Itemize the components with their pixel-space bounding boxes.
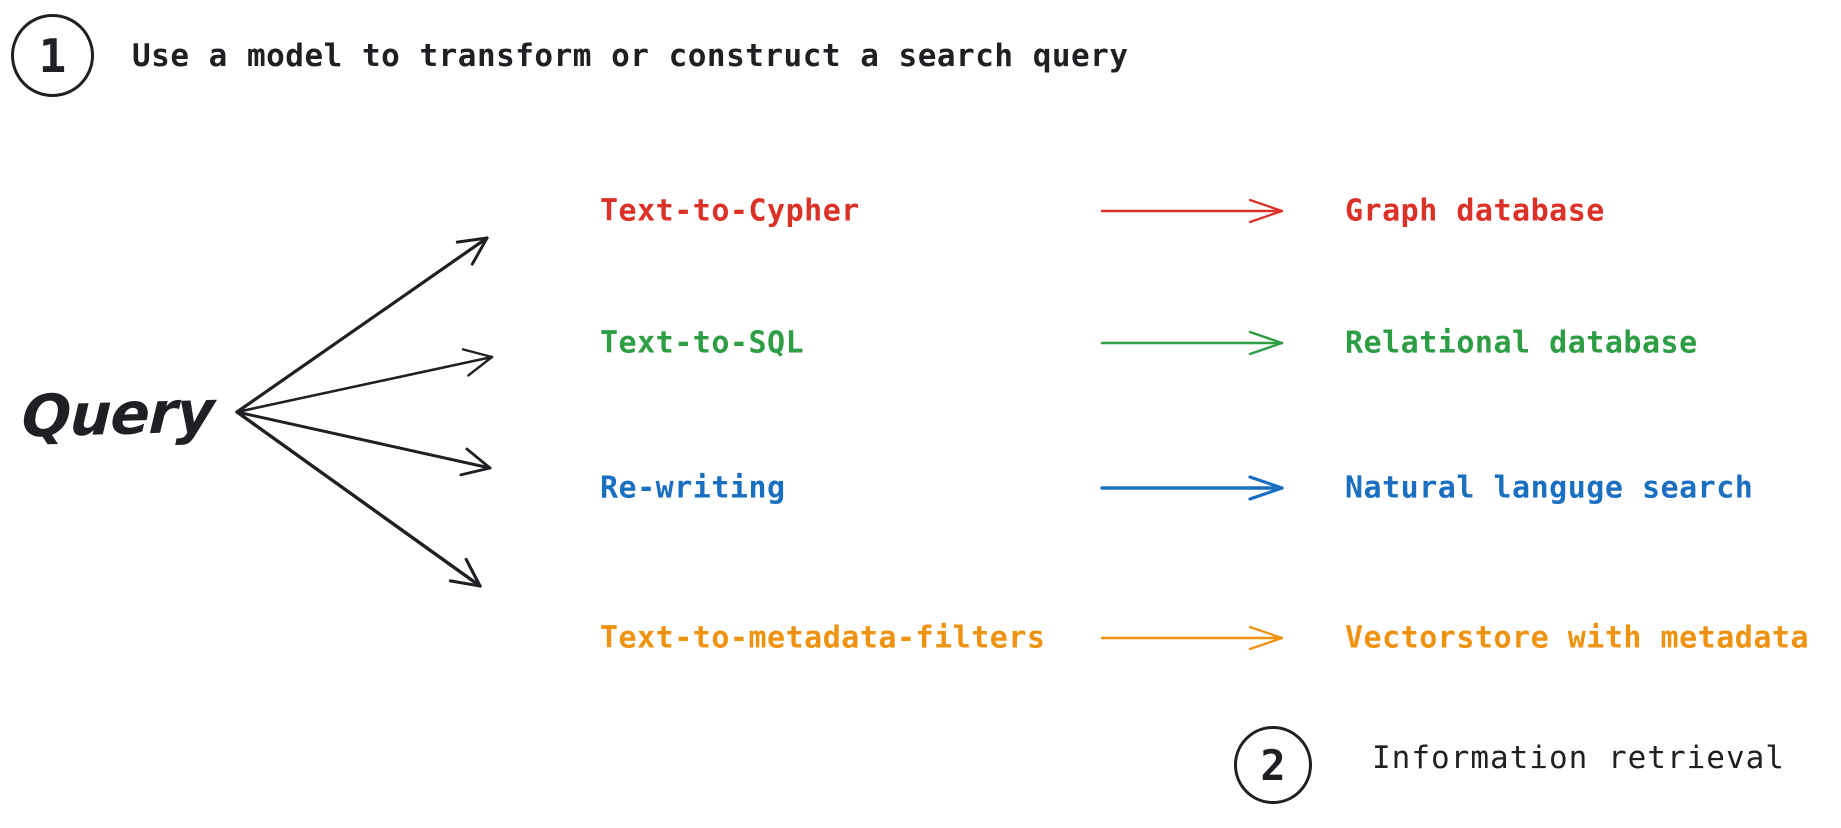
branch-source-label: Text-to-SQL bbox=[600, 325, 805, 361]
branch-target-label: Relational database bbox=[1345, 325, 1698, 361]
branch-arrowhead-1 bbox=[1248, 198, 1284, 213]
branch-target-label: Vectorstore with metadata bbox=[1345, 620, 1810, 656]
branch-arrowhead-1 bbox=[1248, 475, 1284, 490]
fan-arrowhead-4-2 bbox=[464, 557, 482, 588]
arrow-right-icon bbox=[1100, 625, 1284, 651]
step-badge-1-number: 1 bbox=[38, 28, 67, 83]
branch-arrowhead-1 bbox=[1248, 330, 1284, 345]
step-1-caption: Use a model to transform or construct a … bbox=[132, 38, 1129, 74]
branch-arrowhead-2 bbox=[1248, 636, 1284, 651]
branch-row: Text-to-metadata-filters Vectorstore with… bbox=[0, 608, 1841, 668]
branch-row: Text-to-Cypher Graph database bbox=[0, 181, 1841, 241]
arrow-right-icon bbox=[1100, 475, 1284, 501]
fan-arrowhead-4-1 bbox=[448, 579, 482, 588]
branch-row: Re-writing Natural languge search bbox=[0, 458, 1841, 518]
branch-arrowhead-2 bbox=[1248, 486, 1284, 501]
step-badge-1: 1 bbox=[11, 14, 94, 97]
branch-arrowhead-2 bbox=[1248, 209, 1284, 224]
query-node-label: Query bbox=[20, 377, 215, 451]
branch-row: Text-to-SQL Relational database bbox=[0, 313, 1841, 373]
branch-target-label: Graph database bbox=[1345, 193, 1605, 229]
fan-arrowhead-1-1 bbox=[470, 236, 489, 266]
arrow-right-icon bbox=[1100, 198, 1284, 224]
branch-arrowhead-1 bbox=[1248, 625, 1284, 640]
branch-source-label: Text-to-Cypher bbox=[600, 193, 860, 229]
arrow-right-icon bbox=[1100, 330, 1284, 356]
branch-arrowhead-2 bbox=[1248, 341, 1284, 356]
step-badge-2-number: 2 bbox=[1260, 740, 1286, 790]
branch-target-label: Natural languge search bbox=[1345, 470, 1754, 506]
step-2-caption: Information retrieval bbox=[1372, 740, 1785, 776]
step-badge-2: 2 bbox=[1234, 726, 1312, 804]
branch-source-label: Text-to-metadata-filters bbox=[600, 620, 1046, 656]
branch-source-label: Re-writing bbox=[600, 470, 786, 506]
